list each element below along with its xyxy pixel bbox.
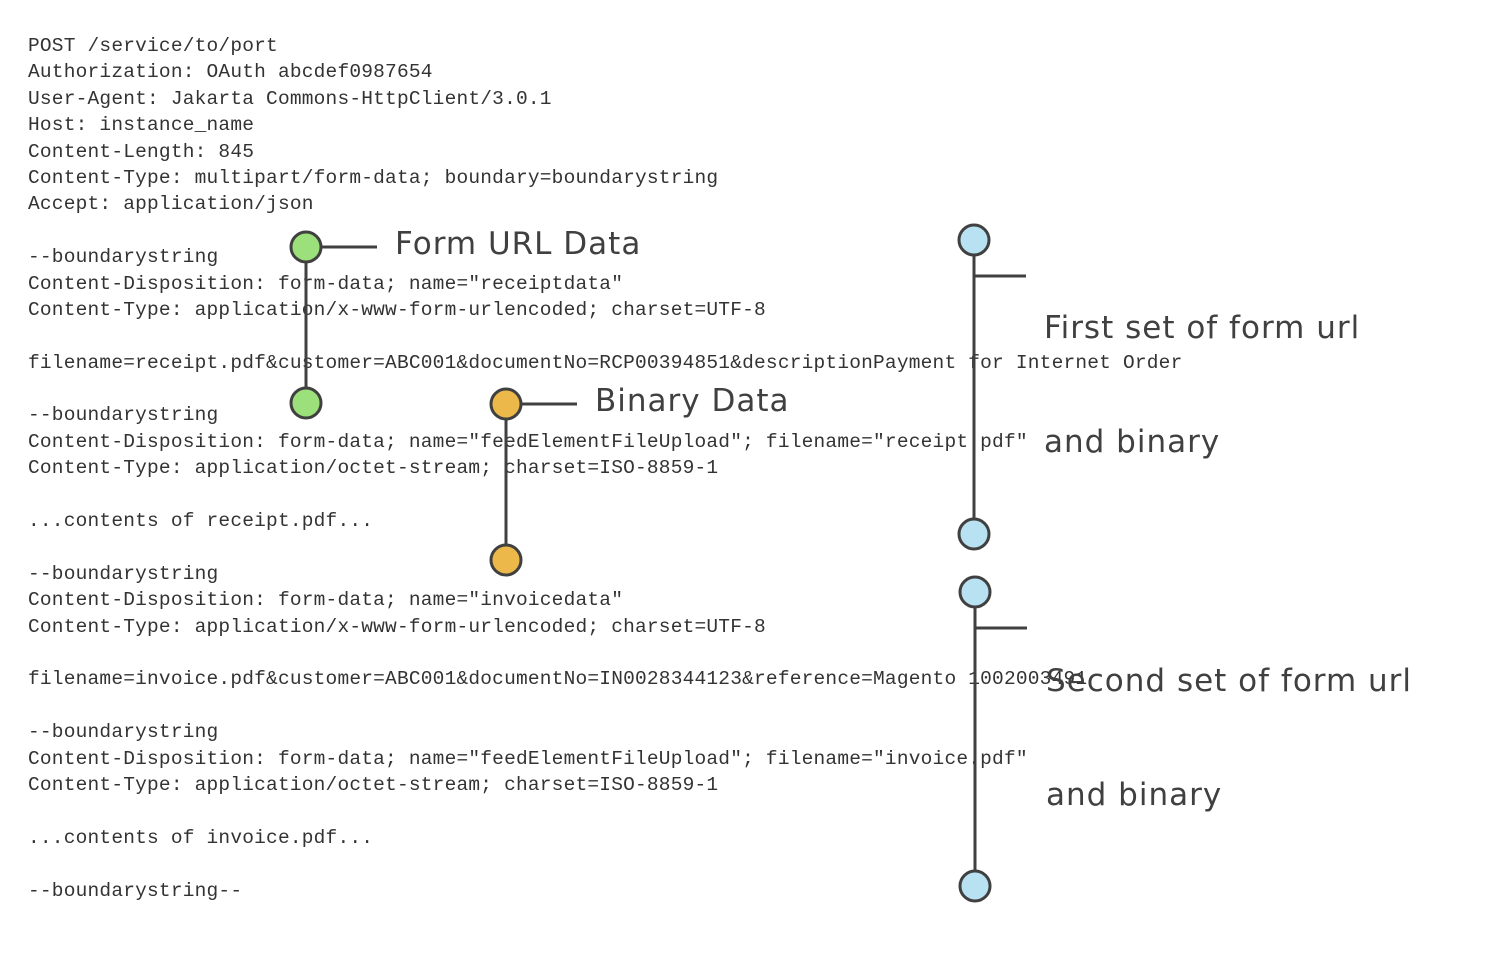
code-line: Accept: application/json — [28, 193, 314, 216]
code-line: --boundarystring — [28, 246, 219, 269]
code-line: ...contents of invoice.pdf... — [28, 826, 374, 849]
code-line: Content-Type: application/octet-stream; … — [28, 773, 719, 796]
first-set-bracket — [957, 223, 1026, 551]
form-url-bottom-dot — [289, 386, 323, 420]
code-line: Content-Type: application/octet-stream; … — [28, 457, 719, 480]
code-line: User-Agent: Jakarta Commons-HttpClient/3… — [28, 87, 552, 110]
first-set-label-line1: First set of form url — [1044, 310, 1361, 346]
code-line: Content-Length: 845 — [28, 140, 255, 163]
code-line: ...contents of receipt.pdf... — [28, 510, 374, 533]
code-line: Content-Disposition: form-data; name="in… — [28, 589, 624, 612]
form-url-top-dot — [289, 230, 323, 264]
first-set-label-line2: and binary — [1044, 424, 1221, 460]
code-line: Host: instance_name — [28, 114, 255, 137]
code-line: --boundarystring — [28, 562, 219, 585]
second-set-label: Second set of form url and binary — [1046, 586, 1412, 852]
code-line: --boundarystring-- — [28, 879, 243, 902]
code-line: filename=invoice.pdf&customer=ABC001&doc… — [28, 668, 1088, 691]
first-set-bottom-dot — [957, 517, 991, 551]
binary-data-label: Binary Data — [595, 383, 790, 419]
code-line: Content-Type: multipart/form-data; bound… — [28, 166, 719, 189]
form-url-data-bracket — [289, 230, 377, 420]
form-url-data-label: Form URL Data — [395, 226, 642, 262]
code-line: Content-Disposition: form-data; name="re… — [28, 272, 624, 295]
code-line: POST /service/to/port — [28, 35, 278, 57]
code-line: --boundarystring — [28, 721, 219, 744]
first-set-label: First set of form url and binary — [1044, 233, 1360, 499]
second-set-bottom-dot — [958, 869, 992, 903]
code-line: Content-Type: application/x-www-form-url… — [28, 298, 766, 321]
second-set-top-dot — [958, 575, 992, 609]
code-line: Content-Disposition: form-data; name="fe… — [28, 430, 1028, 453]
second-set-label-line1: Second set of form url — [1046, 663, 1413, 699]
binary-data-bracket — [489, 387, 577, 577]
binary-top-dot — [489, 387, 523, 421]
code-line: Authorization: OAuth abcdef0987654 — [28, 61, 433, 84]
code-line: --boundarystring — [28, 404, 219, 427]
code-line: filename=receipt.pdf&customer=ABC001&doc… — [28, 351, 1183, 374]
second-set-label-line2: and binary — [1046, 777, 1223, 813]
binary-bottom-dot — [489, 543, 523, 577]
first-set-top-dot — [957, 223, 991, 257]
code-line: Content-Disposition: form-data; name="fe… — [28, 747, 1028, 770]
second-set-bracket — [958, 575, 1027, 903]
code-line: Content-Type: application/x-www-form-url… — [28, 615, 766, 638]
